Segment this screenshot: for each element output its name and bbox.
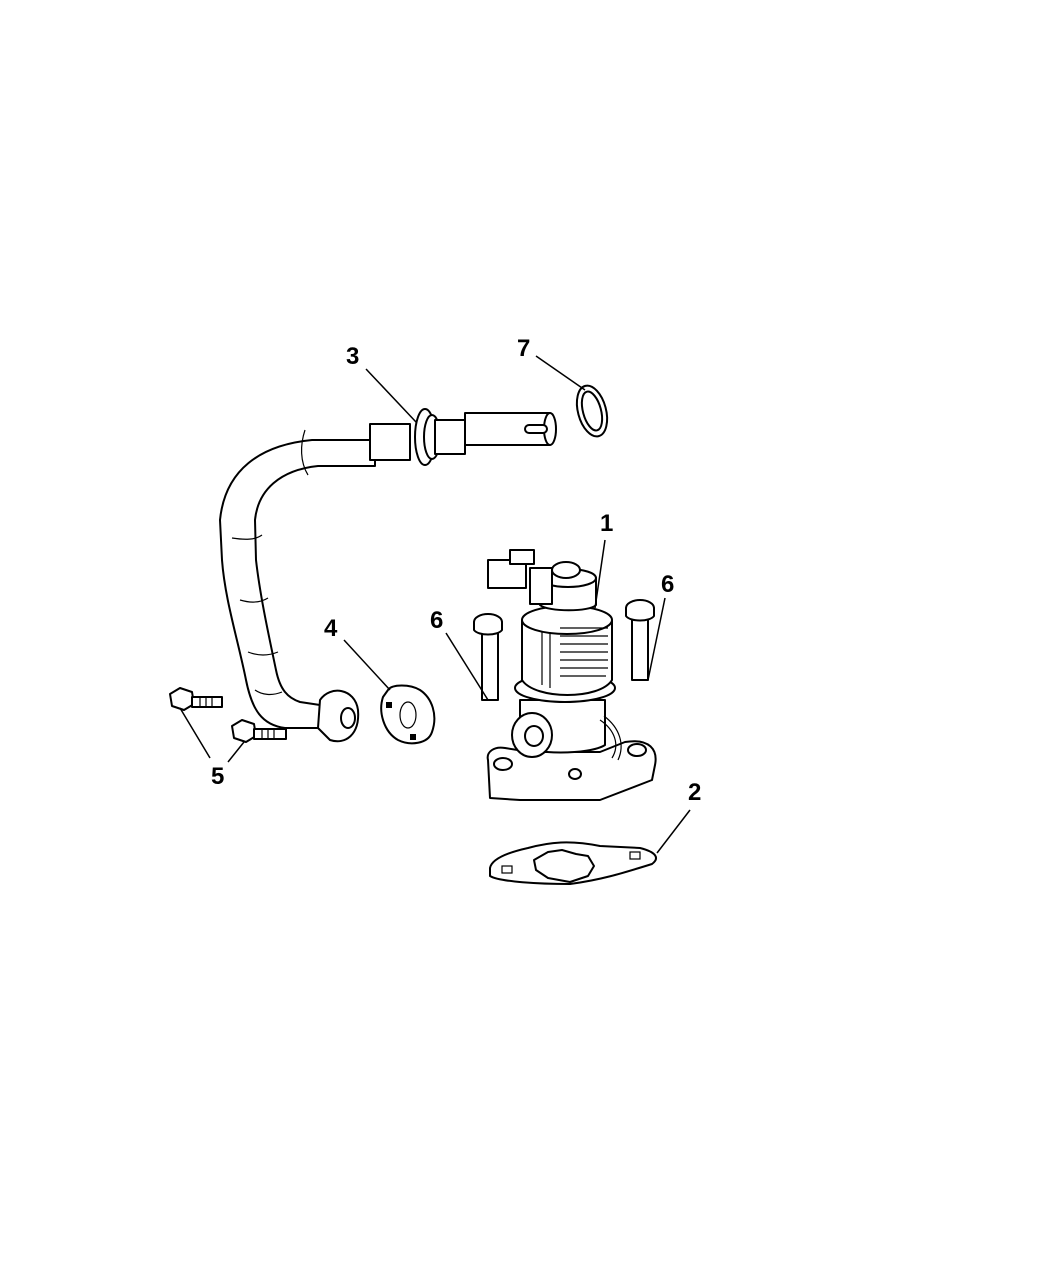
- leader-3: [365, 368, 417, 423]
- leader-6a: [445, 632, 489, 701]
- callout-3: 3: [346, 343, 359, 370]
- callout-6-right: 6: [661, 571, 674, 598]
- leader-6b: [647, 597, 666, 681]
- bolt-lower[interactable]: [231, 719, 287, 743]
- callout-4: 4: [324, 615, 338, 642]
- leader-7: [535, 355, 586, 391]
- tube-gasket[interactable]: [380, 684, 436, 745]
- leader-4: [343, 639, 391, 691]
- callout-5: 5: [211, 763, 224, 790]
- seal-ring[interactable]: [572, 382, 613, 439]
- leader-1: [594, 539, 606, 609]
- bolt-upper[interactable]: [169, 687, 223, 711]
- callout-2: 2: [688, 779, 701, 806]
- valve-gasket[interactable]: [489, 841, 657, 885]
- mounting-bolt-right[interactable]: [625, 599, 655, 681]
- callout-1: 1: [600, 510, 613, 537]
- leader-2: [656, 809, 691, 854]
- egr-valve[interactable]: [486, 549, 657, 801]
- egr-tube[interactable]: [219, 408, 557, 743]
- callout-7: 7: [517, 335, 530, 362]
- leader-5b: [227, 741, 245, 763]
- mounting-bolt-left[interactable]: [473, 613, 503, 701]
- callout-6-left: 6: [430, 607, 443, 634]
- leader-5a: [179, 707, 211, 759]
